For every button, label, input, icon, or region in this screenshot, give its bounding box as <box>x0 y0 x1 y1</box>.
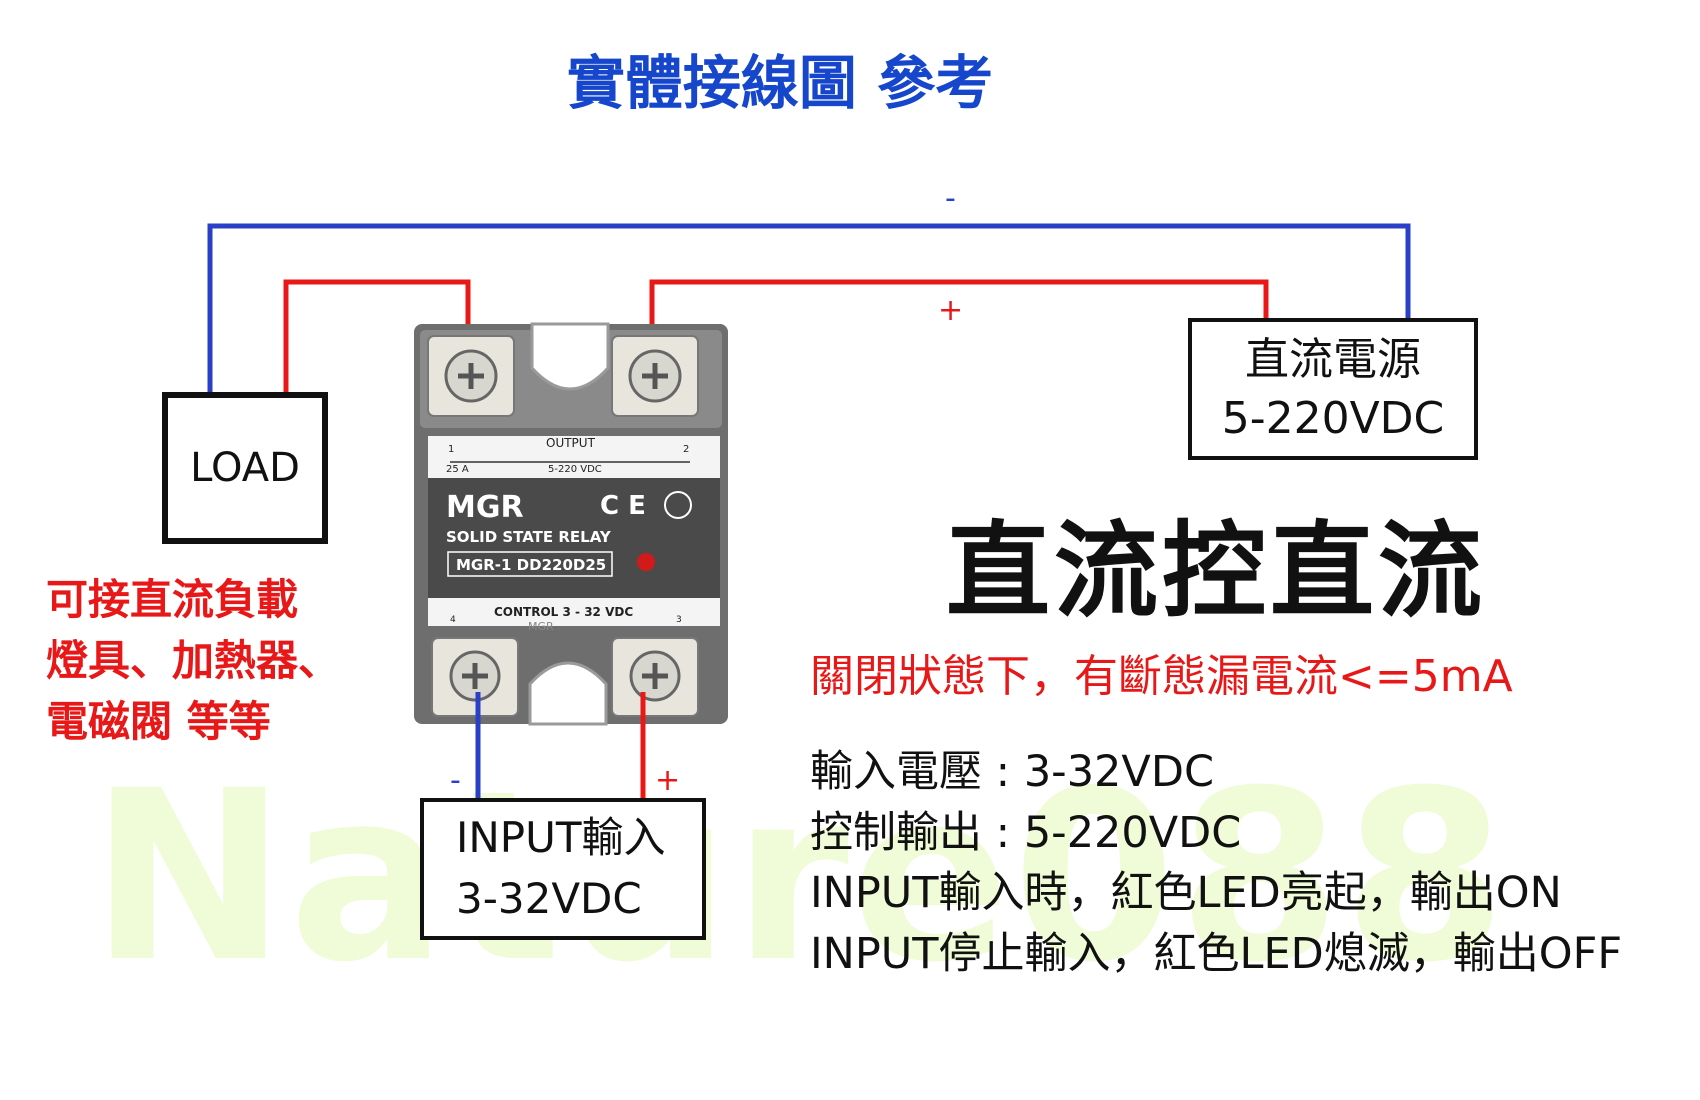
headline: 直流控直流 <box>946 510 1487 632</box>
power-supply-voltage: 5-220VDC <box>1221 393 1445 444</box>
spec-on-behavior: INPUT輸入時，紅色LED亮起，輸出ON <box>810 868 1562 919</box>
relay-bottom-brand: MGR <box>528 620 554 633</box>
status-led-icon <box>637 553 655 571</box>
load-note-line: 電磁閥 等等 <box>46 696 271 746</box>
relay-model-frame <box>447 551 613 577</box>
relay-label-bottom <box>428 598 720 626</box>
spec-output-control: 控制輸出 : 5-220VDC <box>810 807 1242 858</box>
relay-term4: 4 <box>450 615 456 625</box>
input-box: INPUT輸入 3-32VDC <box>420 798 706 940</box>
load-box: LOAD <box>162 392 328 544</box>
solid-state-relay: 1 OUTPUT 2 25 A 5-220 VDC MGR C E SOLID … <box>414 322 728 726</box>
power-supply-title: 直流電源 <box>1245 333 1421 385</box>
spec-input-voltage: 輸入電壓 : 3-32VDC <box>810 747 1214 797</box>
leak-current-note: 關閉狀態下，有斷態漏電流<=5mA <box>810 651 1513 702</box>
label-input-positive: + <box>655 763 680 798</box>
watermark: Nature088 <box>90 741 1509 1014</box>
relay-term2: 2 <box>683 444 689 455</box>
load-note: 可接直流負載 燈具、加熱器、 電磁閥 等等 <box>46 570 340 753</box>
relay-output-voltage: 5-220 VDC <box>548 464 602 475</box>
input-voltage: 3-32VDC <box>456 874 642 923</box>
relay-term3: 3 <box>676 615 682 625</box>
relay-brand: MGR <box>446 490 524 525</box>
load-note-line: 燈具、加熱器、 <box>46 635 341 685</box>
ccc-mark-icon <box>664 491 692 519</box>
load-label: LOAD <box>190 445 300 491</box>
relay-face <box>428 478 720 598</box>
relay-label-top <box>428 436 720 478</box>
relay-output-label: OUTPUT <box>546 436 596 450</box>
power-supply-box: 直流電源 5-220VDC <box>1188 318 1478 460</box>
relay-current: 25 A <box>446 464 469 475</box>
relay-bottom-notch <box>528 661 608 726</box>
relay-top-notch <box>530 322 610 391</box>
label-input-negative: - <box>450 763 461 798</box>
input-title: INPUT輸入 <box>456 813 666 863</box>
load-note-line: 可接直流負載 <box>46 575 299 624</box>
label-top-negative: - <box>945 181 956 216</box>
relay-term1: 1 <box>448 444 454 455</box>
relay-type: SOLID STATE RELAY <box>446 528 612 546</box>
spec-off-behavior: INPUT停止輸入，紅色LED熄滅，輸出OFF <box>810 928 1623 979</box>
specs-list: 輸入電壓 : 3-32VDC 控制輸出 : 5-220VDC INPUT輸入時，… <box>810 742 1622 985</box>
relay-control-label: CONTROL 3 - 32 VDC <box>494 605 633 619</box>
relay-model: MGR-1 DD220D25 <box>456 556 606 574</box>
page-title: 實體接線圖 參考 <box>566 49 994 117</box>
label-top-positive: + <box>938 293 963 328</box>
wire-negative-top <box>207 223 1411 392</box>
ce-mark: C E <box>600 491 646 521</box>
